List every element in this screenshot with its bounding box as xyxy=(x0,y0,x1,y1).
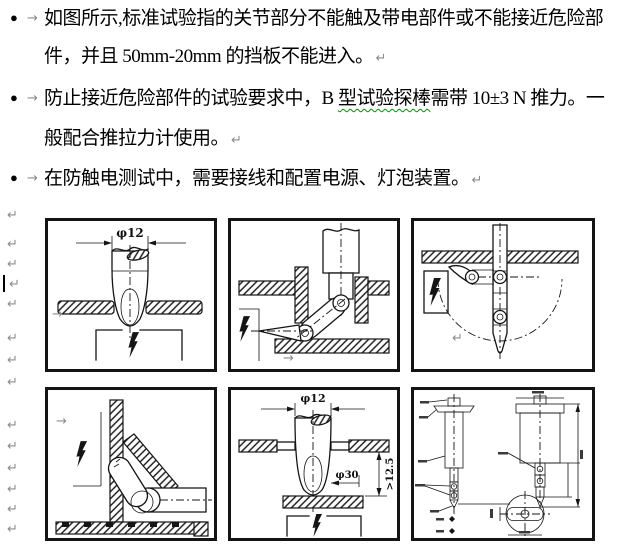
dimension-phi12: φ12 xyxy=(76,226,186,250)
dim-label-depth: >12.5 xyxy=(385,458,396,491)
angled-barrier xyxy=(122,433,179,495)
return-mark: ↵ xyxy=(7,461,18,476)
tab-arrow-mark: → xyxy=(52,307,63,322)
figure-jointed-finger-bent[interactable]: → xyxy=(228,218,400,372)
return-mark: ↵ xyxy=(375,51,386,66)
lightning-bolt-icon xyxy=(312,514,323,537)
figure-probe-engineering-drawing[interactable] xyxy=(411,387,595,541)
dim-label-phi12: φ12 xyxy=(116,226,144,240)
probe-section-view xyxy=(498,391,583,509)
tab-arrow-mark: → xyxy=(283,351,294,366)
tab-arrow-mark: → xyxy=(56,414,67,429)
return-mark: ↵ xyxy=(7,208,18,223)
live-part-enclosure xyxy=(286,514,362,537)
test-probe xyxy=(447,223,540,361)
paragraph-text: 件，并且 50mm-20mm 的挡板不能进入。 xyxy=(44,46,374,67)
live-part xyxy=(73,412,102,487)
test-finger xyxy=(294,410,332,512)
dim-label-phi12: φ12 xyxy=(300,392,325,405)
tab-arrow-mark: → xyxy=(27,11,38,26)
return-mark: ↵ xyxy=(231,133,242,148)
paragraph-text: 般配合推拉力计使用。 xyxy=(44,128,230,149)
return-mark: ↵ xyxy=(7,331,18,346)
paragraph-2-line-2[interactable]: 般配合推拉力计使用。↵ xyxy=(44,128,242,152)
dim-label-phi30: φ30 xyxy=(336,470,359,481)
barrier-panel xyxy=(57,300,203,315)
diagram-finger-through-panel: φ12 xyxy=(57,226,203,361)
return-mark: ↵ xyxy=(7,375,18,390)
bent-finger-arm xyxy=(251,294,350,342)
barrier-panels xyxy=(238,266,390,354)
dimension-phi30: φ30 xyxy=(331,470,360,487)
dimension-phi12: φ12 xyxy=(261,392,365,416)
tab-arrow-mark: → xyxy=(27,171,38,186)
paragraph-text: 需带 10±3 N 推力。一 xyxy=(430,88,605,109)
return-mark: ↵ xyxy=(452,331,463,346)
bullet-marker: ● xyxy=(10,170,18,185)
lightning-bolt-icon xyxy=(429,278,441,306)
test-finger xyxy=(111,245,150,339)
sweep-arc xyxy=(437,278,563,342)
return-mark: ↵ xyxy=(7,482,18,497)
return-mark: ↵ xyxy=(471,173,483,188)
paragraph-text: 在防触电测试中，需要接线和配置电源、灯泡装置。 xyxy=(44,168,470,189)
return-mark: ↵ xyxy=(7,439,18,454)
lightning-bolt-icon xyxy=(128,332,140,358)
figure-probe-sweep-arc[interactable]: ↵ xyxy=(411,218,595,372)
paragraph-text: 如图所示,标准试验指的关节部分不能触及带电部件或不能接近危险部 xyxy=(44,8,604,29)
text-cursor xyxy=(3,275,5,292)
paragraph-1-line-1[interactable]: 如图所示,标准试验指的关节部分不能触及带电部件或不能接近危险部 xyxy=(44,8,604,30)
bullet-marker: ● xyxy=(10,10,18,25)
bullet-marker: ● xyxy=(10,90,18,105)
diagram-angled-barrier xyxy=(55,399,212,537)
live-part-enclosure xyxy=(95,329,183,361)
floor xyxy=(55,521,209,537)
test-finger xyxy=(107,456,212,514)
figure-test-finger-top-opening[interactable]: φ12 → xyxy=(45,218,217,372)
lightning-bolt-icon xyxy=(76,441,88,467)
top-panel xyxy=(238,439,390,453)
return-mark: ↵ xyxy=(7,237,18,252)
paragraph-1-line-2[interactable]: 件，并且 50mm-20mm 的挡板不能进入。↵ xyxy=(44,46,386,70)
live-part-box xyxy=(423,270,449,314)
diagram-bent-test-finger xyxy=(238,223,390,361)
probe-side-view xyxy=(415,394,510,534)
return-mark: ↵ xyxy=(7,522,18,537)
return-mark: ↵ xyxy=(9,277,20,292)
live-part xyxy=(239,308,260,361)
diagram-probe-sweep xyxy=(421,223,579,361)
figure-finger-angled-barrier[interactable]: → xyxy=(45,387,217,541)
dimension-depth: >12.5 xyxy=(351,451,396,497)
return-mark: ↵ xyxy=(7,502,18,517)
lower-panel xyxy=(282,495,364,509)
return-mark: ↵ xyxy=(7,297,18,312)
return-mark: ↵ xyxy=(7,353,18,368)
return-mark: ↵ xyxy=(7,418,18,433)
diagram-finger-dimensioned: φ12 φ30 >12.5 xyxy=(238,392,396,537)
spellchecked-text: 型试验探棒 xyxy=(337,88,431,109)
paragraph-2-line-1[interactable]: 防止接近危险部件的试验要求中，B 型试验探棒需带 10±3 N 推力。一 xyxy=(44,88,605,110)
tab-arrow-mark: → xyxy=(27,91,38,106)
paragraph-text: 防止接近危险部件的试验要求中，B xyxy=(44,88,338,109)
figure-finger-dimensions[interactable]: φ12 φ30 >12.5 xyxy=(228,387,400,541)
return-mark: ↵ xyxy=(7,257,18,272)
lightning-bolt-icon xyxy=(239,316,251,342)
paragraph-3-line-1[interactable]: 在防触电测试中，需要接线和配置电源、灯泡装置。↵ xyxy=(44,168,482,192)
diagram-probe-drawing xyxy=(415,391,583,537)
probe-bottom-view xyxy=(490,491,550,537)
